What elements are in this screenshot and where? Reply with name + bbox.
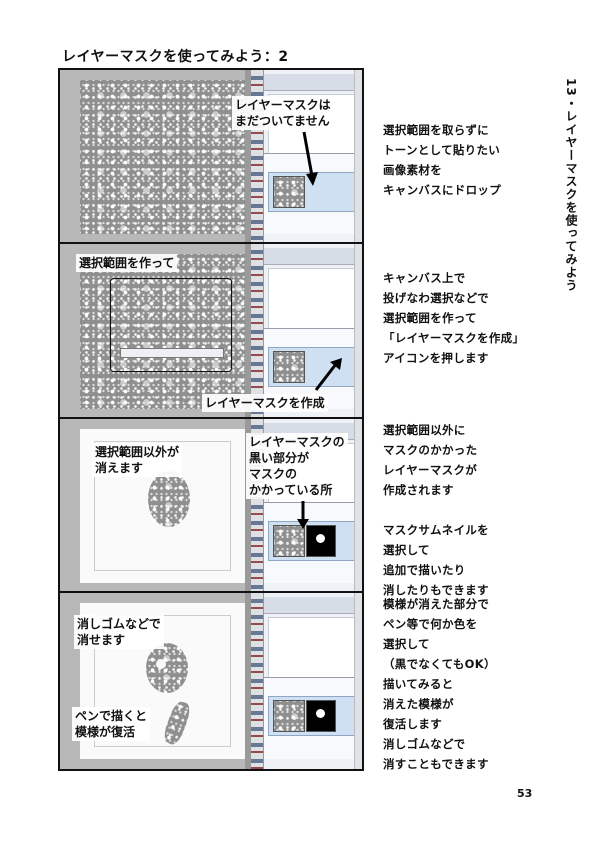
layer-thumbnail bbox=[273, 350, 305, 383]
canvas-margin bbox=[245, 419, 251, 593]
page-number: 53 bbox=[517, 787, 533, 800]
callout-outside-removed: 選択範囲以外が 消えます bbox=[92, 443, 183, 477]
layer-thumbnail bbox=[273, 175, 305, 208]
screenshot-panel-3: 選択範囲以外が 消えます レイヤーマスクの 黒い部分が マスクの かかっている所 bbox=[58, 417, 364, 595]
scrollbar bbox=[354, 419, 362, 593]
arrow-icon bbox=[302, 131, 318, 186]
panel-2-description: キャンバス上で 投げなわ選択などで 選択範囲を作って 「レイヤーマスクを作成」 … bbox=[383, 271, 525, 365]
callout-create-mask: レイヤーマスクを作成 bbox=[202, 394, 328, 412]
canvas-margin bbox=[245, 70, 251, 244]
panel-header bbox=[264, 74, 362, 91]
layer-list bbox=[264, 501, 362, 583]
layer-list bbox=[264, 677, 362, 759]
masked-image bbox=[146, 643, 188, 693]
mask-thumbnail[interactable] bbox=[306, 700, 336, 733]
panel-4-description: 模様が消えた部分で ペン等で何か色を 選択して （黒でなくてもOK） 描いてみる… bbox=[383, 597, 496, 771]
callout-pen-restore: ペンで描くと 模様が復活 bbox=[72, 707, 151, 741]
callout-no-mask: レイヤーマスクは まだついてません bbox=[232, 96, 334, 130]
selection-area bbox=[110, 278, 232, 372]
masked-image bbox=[148, 471, 190, 527]
panel-1-description: 選択範囲を取らずに トーンとして貼りたい 画像素材を キャンバスにドロップ bbox=[383, 123, 501, 197]
canvas-margin bbox=[245, 593, 251, 769]
layer-panel bbox=[263, 593, 362, 769]
tool-palette bbox=[251, 593, 263, 769]
layer-row bbox=[268, 171, 358, 212]
layer-row bbox=[268, 346, 358, 387]
layer-row bbox=[268, 696, 358, 737]
arrow-icon bbox=[314, 358, 342, 391]
scrollbar bbox=[354, 244, 362, 419]
panel-header bbox=[264, 597, 362, 614]
layer-row bbox=[268, 520, 358, 561]
screenshot-panel-4: 消しゴムなどで 消せます ペンで描くと 模様が復活 bbox=[58, 591, 364, 771]
property-panel bbox=[268, 268, 358, 337]
scrollbar bbox=[354, 593, 362, 769]
canvas-margin bbox=[245, 244, 251, 419]
erased-spot bbox=[156, 659, 166, 669]
callout-mask-black-area: レイヤーマスクの 黒い部分が マスクの かかっている所 bbox=[246, 433, 348, 499]
panel-header bbox=[264, 248, 362, 265]
panel-3-description: 選択範囲以外に マスクのかかった レイヤーマスクが 作成されます マスクサムネイ… bbox=[383, 423, 489, 597]
canvas-area bbox=[80, 80, 245, 234]
layer-thumbnail bbox=[273, 524, 305, 557]
arrow-icon bbox=[297, 501, 309, 529]
page-title: レイヤーマスクを使ってみよう：2 bbox=[62, 49, 289, 65]
tool-palette bbox=[251, 244, 263, 419]
screenshot-panel-1: レイヤーマスクは まだついてません bbox=[58, 68, 364, 246]
selection-launcher-bar[interactable] bbox=[120, 348, 224, 358]
mask-thumbnail[interactable] bbox=[306, 524, 336, 557]
chapter-title: 13・レイヤーマスクを使ってみよう bbox=[564, 78, 578, 292]
layer-thumbnail bbox=[273, 700, 305, 733]
callout-eraser: 消しゴムなどで 消せます bbox=[74, 615, 164, 649]
callout-make-selection: 選択範囲を作って bbox=[76, 254, 178, 272]
property-panel bbox=[268, 617, 358, 686]
canvas-area bbox=[80, 254, 245, 409]
layer-list bbox=[264, 152, 362, 234]
scrollbar bbox=[354, 70, 362, 244]
screenshot-panel-2: 選択範囲を作って レイヤーマスクを作成 bbox=[58, 242, 364, 421]
